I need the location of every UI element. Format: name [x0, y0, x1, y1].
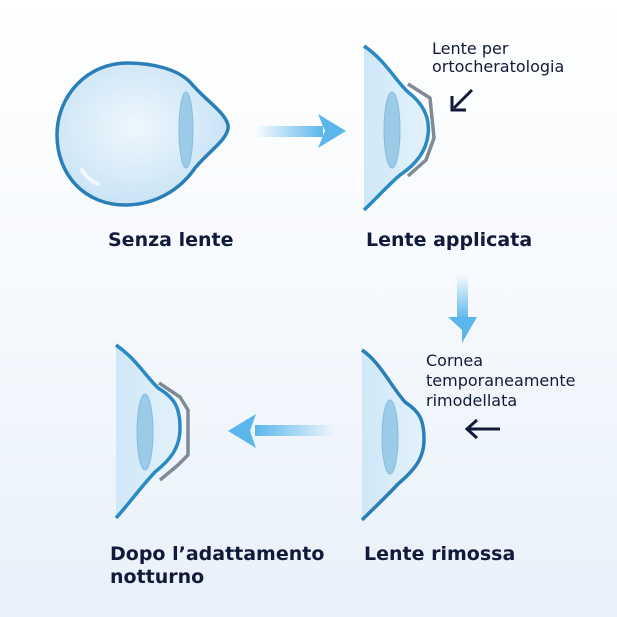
- pointer-arrow-cornea-icon: [464, 418, 500, 440]
- step-label-senza-lente: Senza lente: [108, 229, 234, 251]
- annotation-cornea-line2: temporaneamente: [426, 371, 576, 390]
- pointer-arrow-lens-icon: [450, 88, 474, 112]
- flow-arrow-down-icon: [448, 275, 477, 343]
- eye-after-overnight-illustration: [114, 343, 190, 520]
- annotation-cornea-line1: Cornea: [426, 351, 484, 370]
- flow-arrow-left-icon: [228, 414, 335, 448]
- eye-with-lens-illustration: [362, 44, 436, 212]
- annotation-lens-line2: ortocheratologia: [432, 57, 565, 76]
- annotation-lens-line1: Lente per: [432, 39, 509, 58]
- step-label-dopo-adattamento-line2: notturno: [110, 566, 205, 588]
- flow-arrow-right-icon: [255, 114, 346, 148]
- step-label-lente-applicata: Lente applicata: [366, 229, 533, 251]
- eyeball-illustration: [55, 61, 230, 207]
- annotation-cornea-line3: rimodellata: [426, 391, 518, 410]
- step-label-dopo-adattamento-line1: Dopo l’adattamento: [110, 543, 325, 565]
- eye-remodeled-cornea-illustration: [360, 348, 426, 522]
- step-label-lente-rimossa: Lente rimossa: [364, 543, 516, 565]
